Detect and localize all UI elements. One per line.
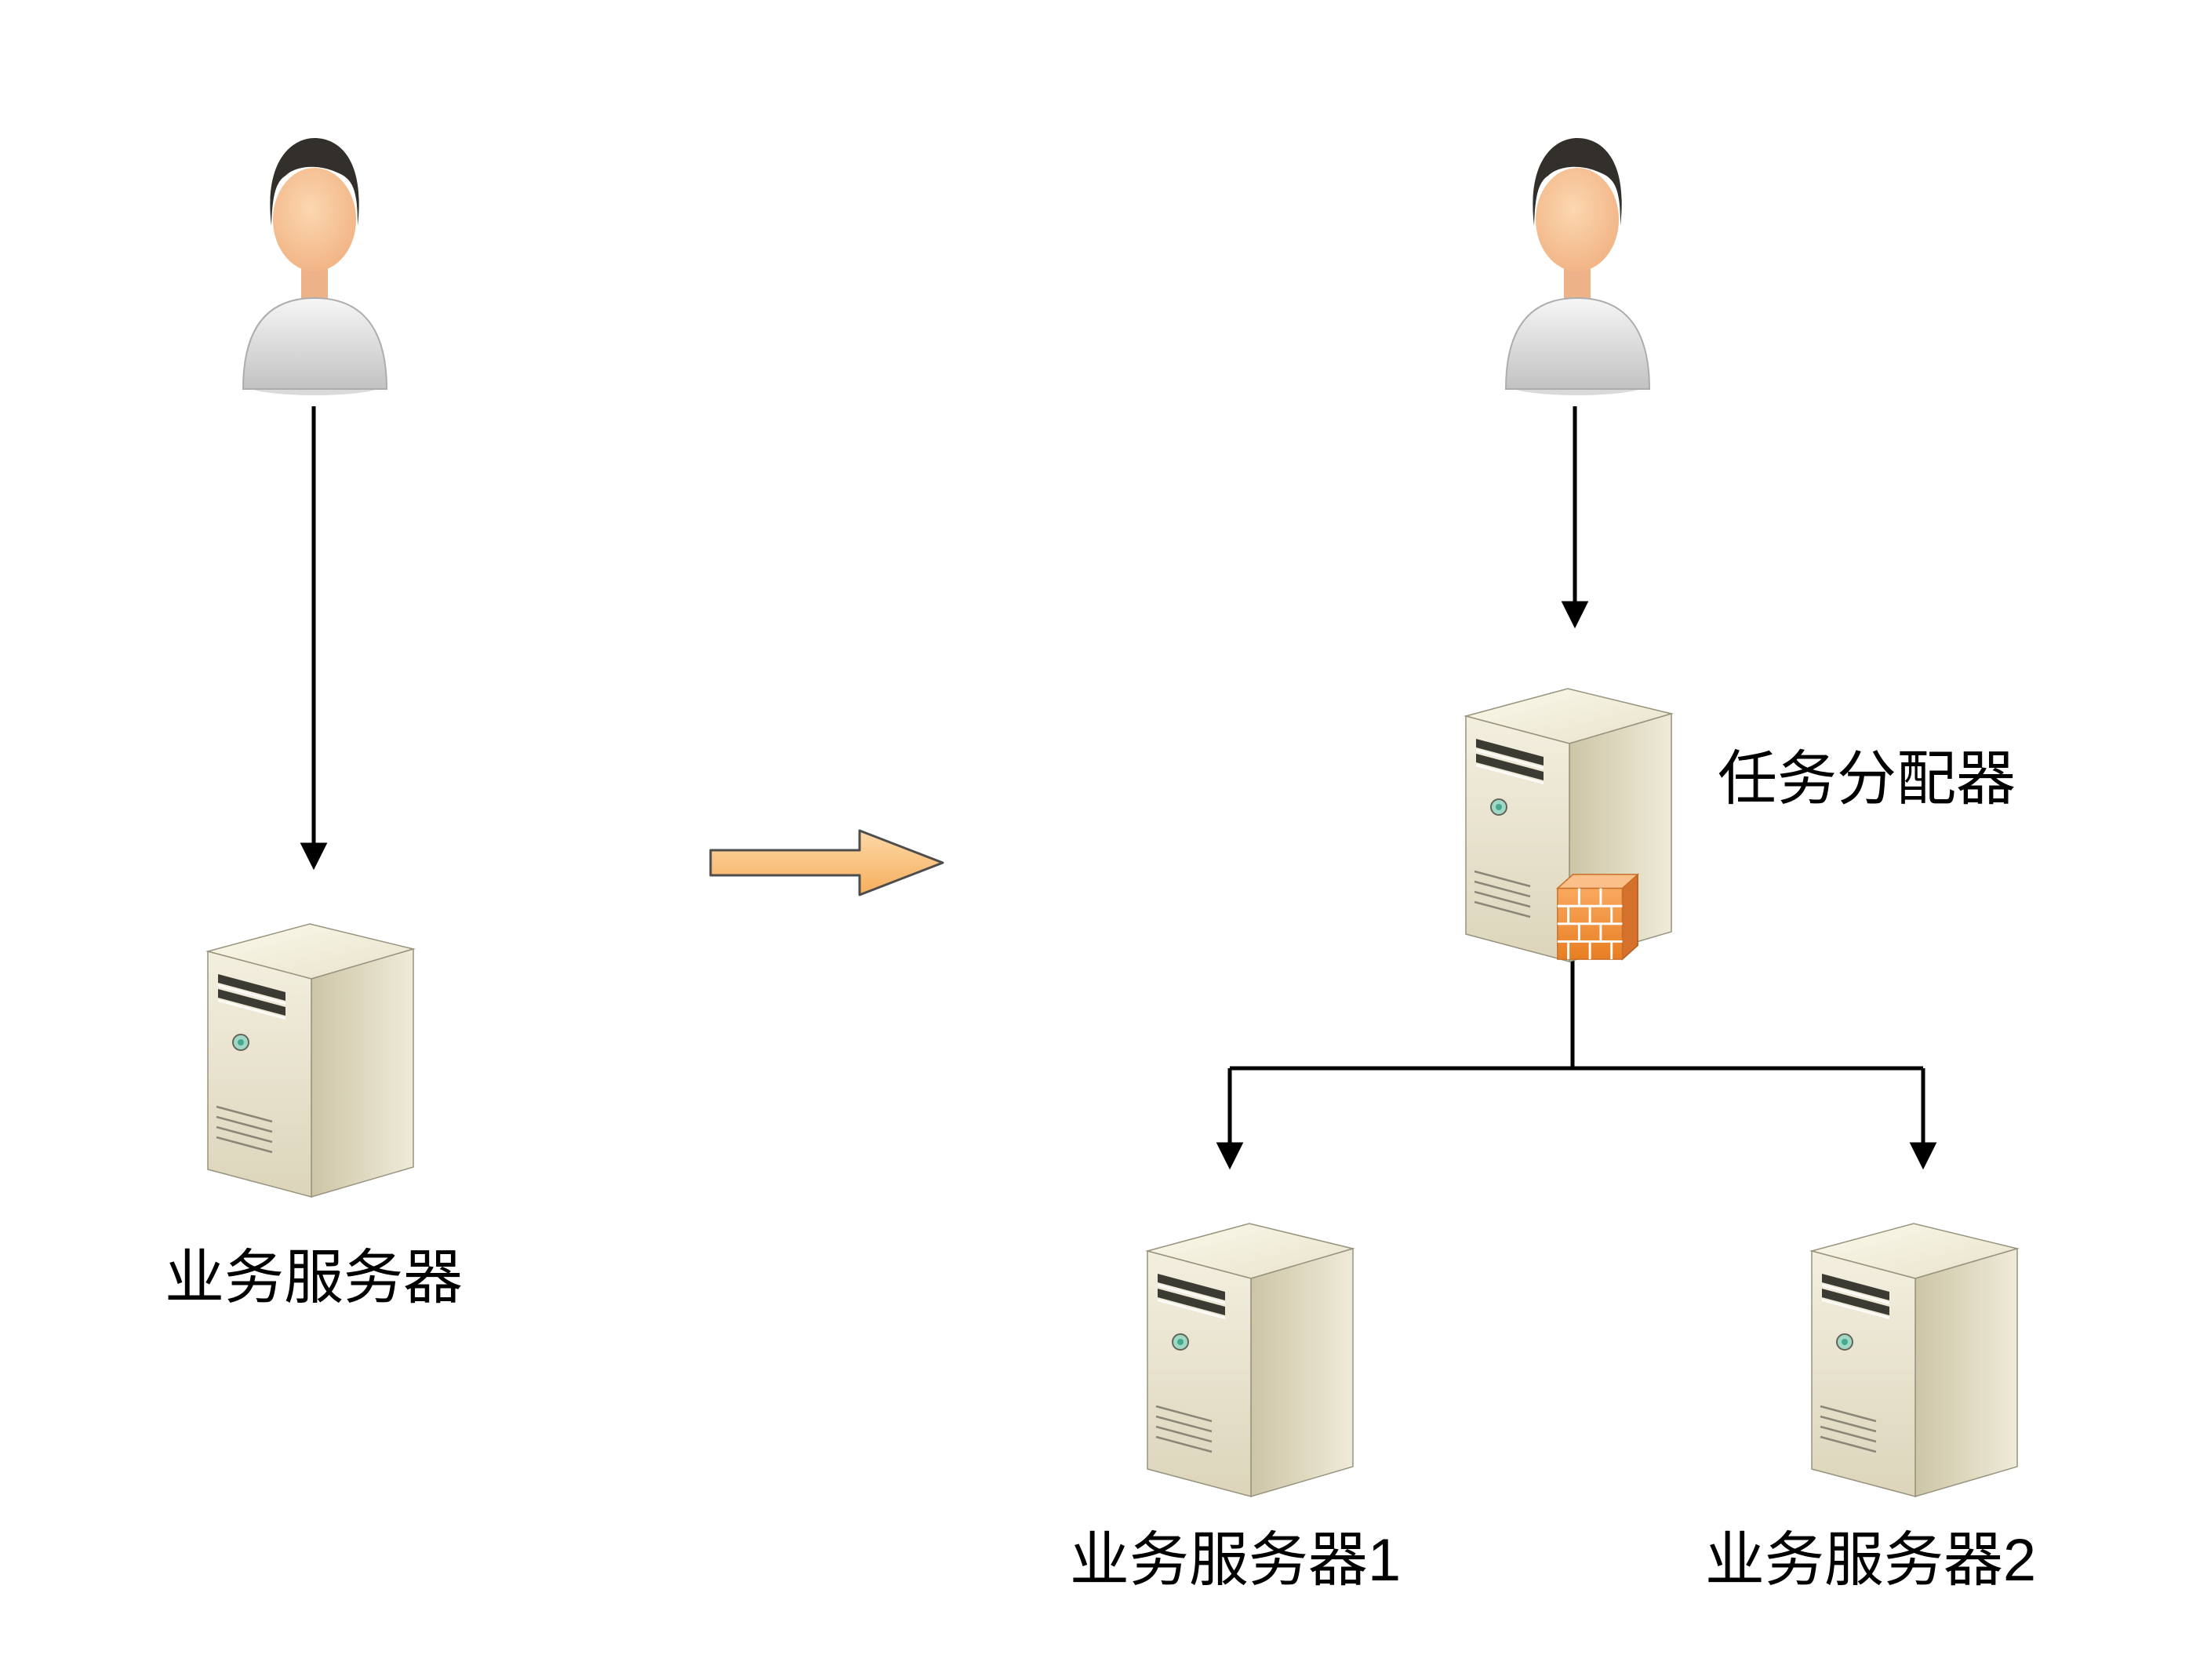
drive-slot	[218, 989, 285, 1016]
user-head	[1536, 168, 1619, 271]
drive-slot	[1158, 1289, 1225, 1315]
slot-highlight	[1476, 749, 1544, 769]
right-block-arrow-icon	[709, 829, 944, 896]
drive-slot	[1822, 1274, 1889, 1300]
vent-lines	[216, 1105, 273, 1154]
slot-highlight	[218, 984, 285, 1005]
label-business-server-2: 业务服务器2	[1704, 1527, 2037, 1594]
power-led-core	[1177, 1339, 1184, 1345]
user-torso	[1504, 296, 1651, 390]
user-icon	[1504, 138, 1651, 395]
power-led-core	[1496, 804, 1502, 810]
label-business-server: 业务服务器	[165, 1245, 463, 1311]
server-side-face	[1914, 1247, 2018, 1498]
server-icon	[205, 923, 416, 1198]
slot-highlight	[1822, 1284, 1889, 1304]
power-led-core	[1842, 1339, 1848, 1345]
slot-highlight	[1822, 1299, 1889, 1319]
slot-highlight	[218, 999, 285, 1020]
server-icon	[1145, 1223, 1355, 1498]
firewall-side-face	[1621, 873, 1638, 961]
server-side-face	[1250, 1247, 1354, 1498]
branch-connector	[1230, 961, 1923, 1071]
vent-lines	[1474, 870, 1531, 918]
power-led-core	[238, 1039, 244, 1045]
user-head	[273, 168, 356, 271]
user-icon	[242, 138, 388, 395]
vent-lines	[1820, 1405, 1877, 1453]
label-task-distributor: 任务分配器	[1718, 746, 2016, 813]
label-business-server-1: 业务服务器1	[1069, 1527, 1402, 1594]
drive-slot	[1158, 1274, 1225, 1300]
brick-lines	[1557, 888, 1623, 960]
user-hair	[1533, 138, 1622, 226]
slot-highlight	[1476, 764, 1544, 784]
user-torso	[242, 296, 388, 390]
block-arrow-shape	[709, 829, 944, 896]
vent-lines	[1155, 1405, 1213, 1453]
drive-slot	[1822, 1289, 1889, 1315]
user-hair	[270, 138, 359, 226]
slot-highlight	[1158, 1299, 1225, 1319]
server-side-face	[311, 947, 414, 1198]
drive-slot	[1476, 754, 1544, 780]
slot-highlight	[1158, 1284, 1225, 1304]
firewall-icon	[1555, 873, 1640, 961]
drive-slot	[218, 974, 285, 1001]
server-icon	[1809, 1223, 2020, 1498]
drive-slot	[1476, 739, 1544, 765]
